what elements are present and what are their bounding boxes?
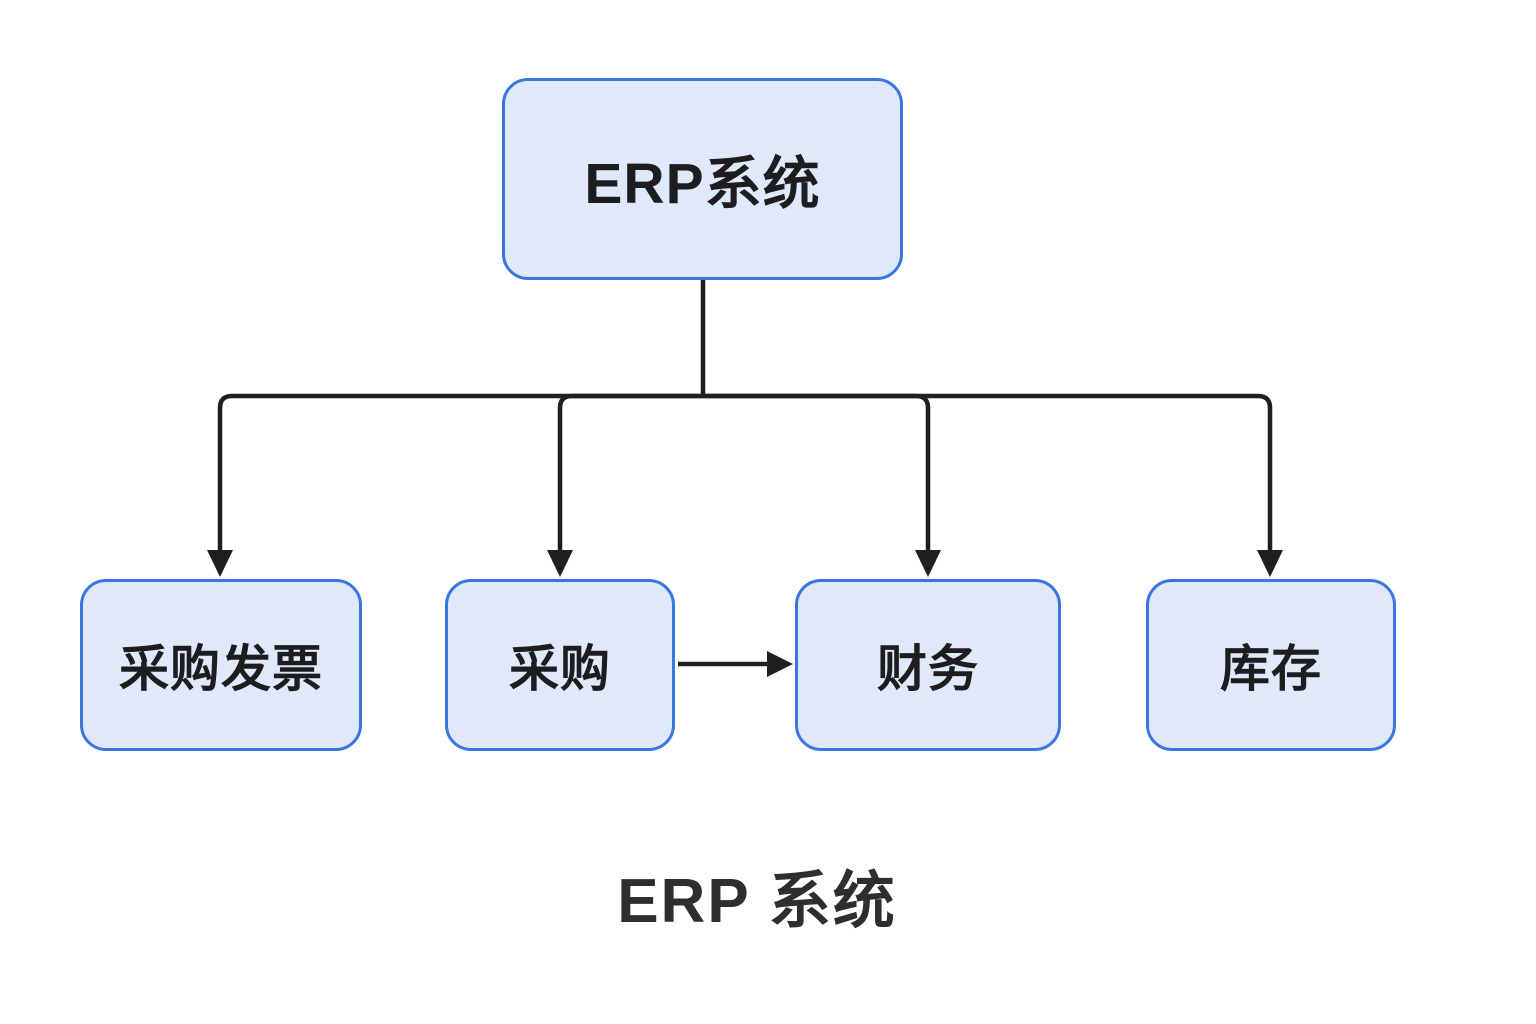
arrowhead-down-purchase-invoice [207, 550, 233, 577]
node-finance: 财务 [795, 579, 1061, 751]
arrowhead-right-finance [767, 651, 793, 677]
arrowhead-down-inventory [1257, 550, 1283, 577]
node-purchase-label: 采购 [509, 641, 611, 697]
edge-root-to-inventory [703, 393, 1273, 553]
node-erp-system: ERP系统 [502, 78, 903, 280]
edge-root-to-purchase-invoice [217, 393, 703, 553]
edge-root-to-purchase [557, 393, 703, 553]
arrowhead-down-finance [915, 550, 941, 577]
node-purchase: 采购 [445, 579, 675, 751]
arrowhead-down-purchase [547, 550, 573, 577]
node-inventory: 库存 [1146, 579, 1396, 751]
node-purchase-invoice-label: 采购发票 [119, 641, 323, 697]
diagram-caption: ERP 系统 [617, 867, 897, 936]
node-inventory-label: 库存 [1220, 641, 1322, 697]
node-purchase-invoice: 采购发票 [80, 579, 362, 751]
node-finance-label: 财务 [877, 641, 979, 697]
node-erp-system-label: ERP系统 [584, 152, 821, 216]
edge-root-to-finance [703, 393, 931, 553]
